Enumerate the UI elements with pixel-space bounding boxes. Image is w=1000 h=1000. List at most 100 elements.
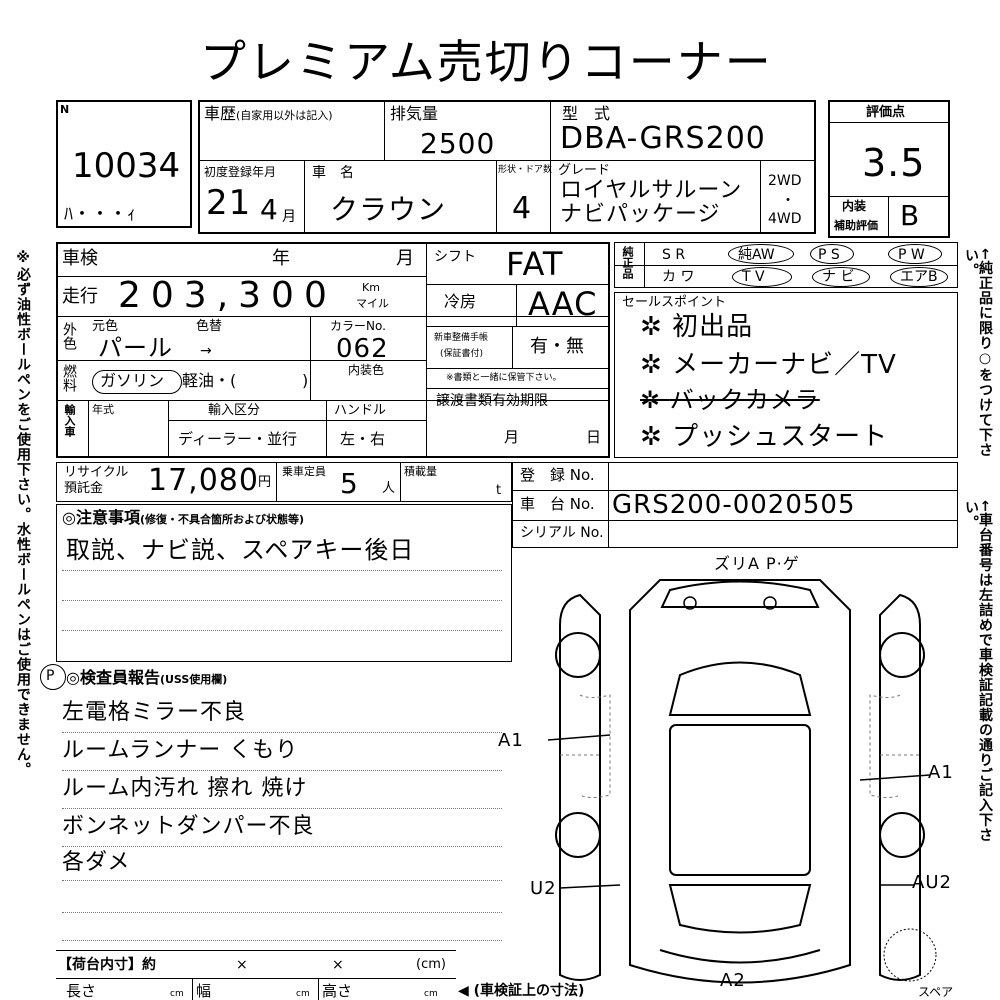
score-label: 評価点 (866, 105, 906, 120)
shift-value: FAT (506, 245, 564, 283)
fuel-gas-circle (92, 370, 182, 394)
sale-point-3: ✲ プッシュスタート (640, 422, 889, 452)
history-label: 車歴(自家用以外は記入) (204, 104, 333, 123)
load-unit: t (496, 483, 502, 498)
drive-dot: ・ (781, 193, 795, 209)
model-code-label: 型 式 (562, 104, 611, 123)
ac-value: AAC (528, 285, 598, 323)
diagram-a1-left: A1 (498, 730, 524, 751)
first-reg-label: 初度登録年月 (204, 165, 277, 179)
grade-label: グレード (558, 163, 611, 178)
notes-label: ◎注意事項(修復・不具合箇所および状態等) (62, 508, 305, 527)
diagram-top-note: ズリA P·ゲ (714, 554, 800, 573)
cargo-x1: × (236, 957, 248, 973)
side-note-right-top: ←純正品に限り○をつけて下さい。 (963, 248, 993, 458)
interior-color-label: 内装色 (348, 363, 385, 377)
color-code-label: カラーNo. (330, 319, 386, 333)
sale-point-2: ✲ バックカメラ (640, 386, 820, 414)
cargo-width: 幅 (196, 982, 212, 1000)
shaken-month: 月 (396, 248, 414, 269)
recycle-label-1: リサイクル (64, 465, 129, 480)
fuel-label: 燃料 (61, 364, 77, 392)
spec-table (56, 242, 610, 458)
score-box (828, 100, 950, 238)
import-section-label: 輸入区分 (208, 403, 261, 418)
mileage-unit-mile: マイル (356, 297, 389, 310)
import-section-value: ディーラー・並行 (178, 430, 297, 448)
equip-circle-airbag (890, 267, 948, 287)
cargo-len-cm: cm (170, 989, 184, 999)
maint-value: 有・無 (530, 336, 584, 357)
equip-circle-pw (888, 244, 942, 264)
inspector-label: ◎検査員報告(USS使用欄) (66, 668, 228, 687)
doors-label: 形状・ドア数 (498, 165, 553, 175)
interior-label-1: 内装 (842, 199, 867, 213)
car-diagram (547, 579, 937, 984)
cargo-x2: × (332, 957, 344, 973)
inspector-line-3: ボンネットダンパー不良 (62, 814, 315, 839)
grade-line2: ナビパッケージ (560, 202, 721, 227)
color-code: 062 (336, 334, 389, 364)
lot-number: 10034 (72, 146, 181, 186)
serial-label: シリアル No. (520, 525, 604, 541)
first-reg-month: 4 (260, 193, 279, 226)
notes-box (56, 504, 512, 662)
maint-label-1: 新車整備手帳 (434, 333, 489, 343)
chassis-value: GRS200-0020505 (612, 490, 856, 520)
cargo-note: ◀ (車検証上の寸法) (458, 983, 585, 999)
equip-circle-tv (732, 267, 792, 287)
equip-r1-0: S R (662, 247, 686, 263)
lot-sub: ﾊ・・・ｨ (64, 204, 136, 225)
inspector-mark-circle (40, 664, 66, 690)
drive-4wd: 4WD (768, 211, 802, 227)
registration-label: 登 録 No. (520, 466, 595, 484)
recycle-row (56, 462, 512, 502)
side-note-right-bottom: ←車台番号は左詰めで車検証記載の通りご記入下さい。 (963, 500, 993, 843)
main-table (198, 100, 816, 234)
mileage-label: 走行 (62, 286, 98, 307)
inspector-mark: P (46, 668, 55, 684)
inspector-line-4: 各ダメ (62, 850, 131, 875)
sale-points-box (614, 292, 958, 458)
notes-text: 取説、ナビ説、スペアキー後日 (66, 536, 415, 564)
transfer-month: 月 (504, 428, 520, 446)
color-change: 色替 (196, 319, 223, 334)
color-label: 外色 (61, 322, 77, 350)
drive-2wd: 2WD (768, 173, 802, 189)
capacity-value: 5 (340, 467, 359, 500)
maint-label-2: (保証書付) (440, 349, 484, 359)
color-arrow: → (200, 343, 212, 359)
displacement-value: 2500 (420, 127, 496, 160)
capacity-label: 乗車定員 (282, 465, 326, 478)
import-year-label: 年式 (92, 403, 114, 416)
handle-value: 左・右 (340, 430, 386, 448)
car-name-value: クラウン (330, 193, 447, 226)
equip-circle-aw (728, 244, 794, 264)
model-code-value: DBA-GRS200 (560, 121, 766, 156)
mileage-unit-km: Km (362, 281, 380, 294)
grade-line1: ロイヤルサルーン (560, 178, 743, 203)
diagram-au2: AU2 (912, 872, 952, 893)
interior-value: B (900, 199, 921, 232)
shaken-label: 車検 (62, 248, 98, 269)
ac-label: 冷房 (444, 292, 477, 311)
transfer-day: 日 (586, 428, 602, 446)
side-note-left: ※必ず油性ボールペンをご使用下さい。水性ボールペンはご使用できません。 (15, 250, 31, 777)
car-name-label: 車 名 (312, 165, 354, 181)
cargo-height: 高さ (322, 982, 353, 1000)
registration-block (512, 462, 958, 548)
diagram-a1-right: A1 (928, 762, 954, 783)
sale-points-label: セールスポイント (622, 295, 727, 310)
capacity-unit: 人 (382, 481, 396, 496)
inspector-line-1: ルームランナー くもり (62, 738, 299, 763)
doors-value: 4 (512, 191, 533, 226)
diagram-a2: A2 (720, 970, 746, 991)
fuel-close: ) (302, 371, 309, 390)
equip-circle-ps (810, 244, 854, 264)
cargo-len: 長さ (66, 982, 97, 1000)
color-orig: 元色 (92, 319, 119, 334)
score-value: 3.5 (862, 141, 926, 185)
chassis-label: 車 台 No. (520, 495, 595, 513)
mileage-value: 203,300 (118, 275, 337, 316)
shaken-year: 年 (272, 248, 290, 269)
